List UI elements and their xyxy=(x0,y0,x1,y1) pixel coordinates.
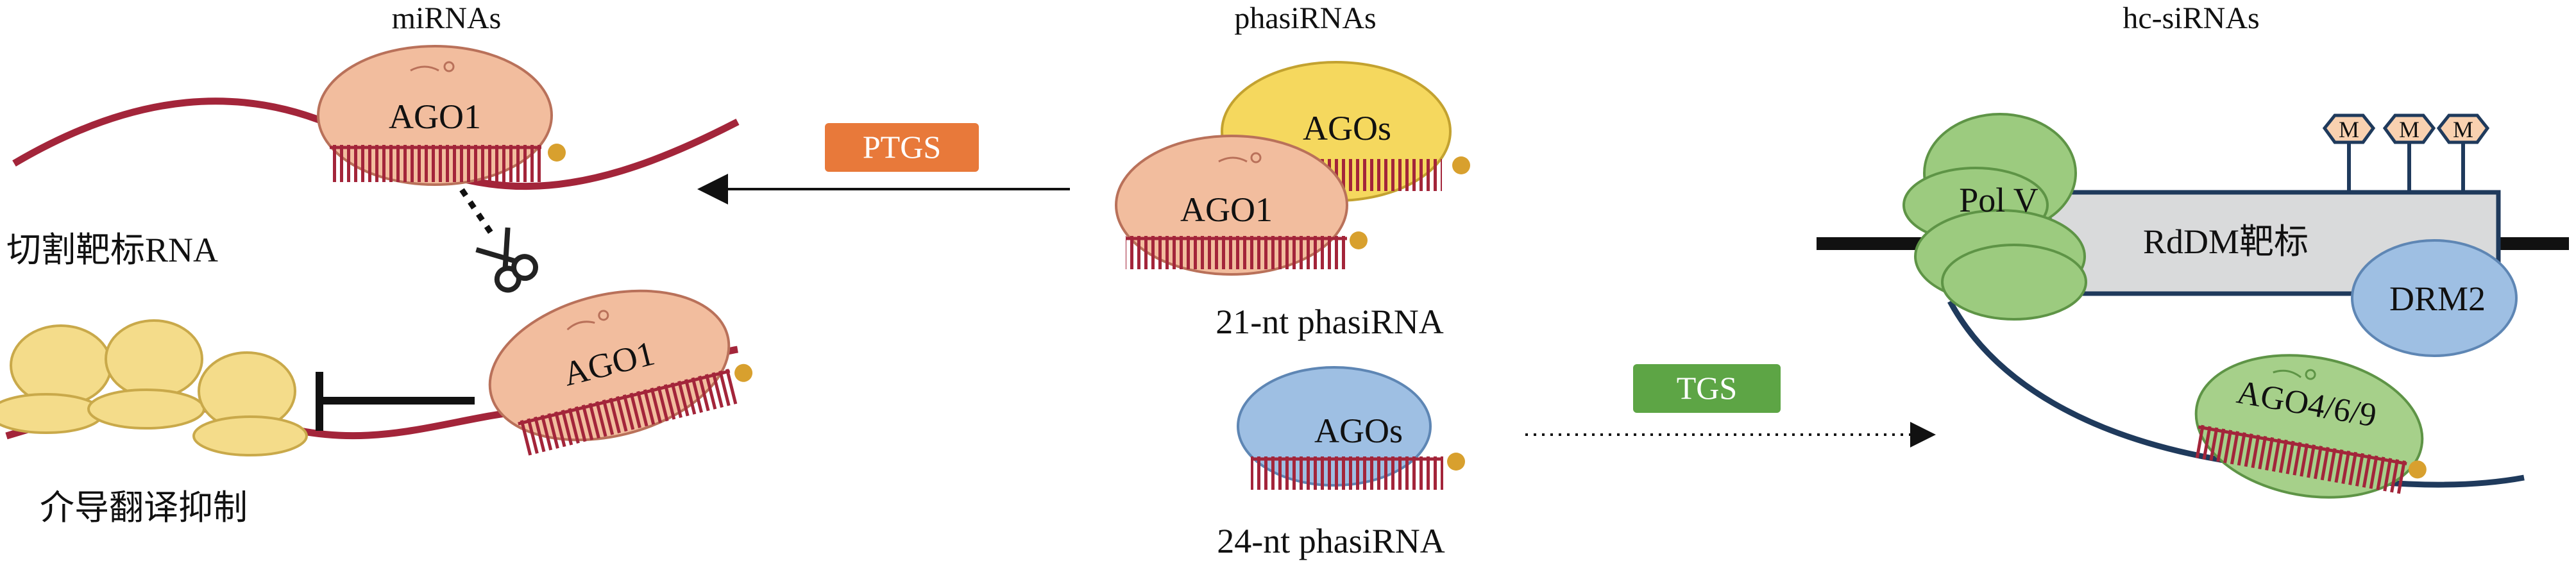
methylation-marks: M M M xyxy=(2322,113,2490,192)
phasirna-21nt-label: 21-nt phasiRNA xyxy=(1216,303,1443,341)
mirna-duplex-bottom xyxy=(517,368,738,456)
methyl-cap-icon xyxy=(548,144,566,162)
mirna-duplex-top xyxy=(330,145,541,182)
hcsirna-rddm-group: RdDM靶标 M M M DRM2 Pol V xyxy=(1817,113,2569,499)
cleave-target-label: 切割靶标RNA xyxy=(6,231,218,269)
ago-yellow-label: AGOs xyxy=(1303,109,1391,147)
hcsirna-column-title: hc-siRNAs xyxy=(2123,1,2259,35)
phasirna-21-duplex xyxy=(1126,236,1347,269)
hcsirna-duplex xyxy=(2192,424,2407,494)
ptgs-pathway: PTGS xyxy=(697,123,1070,205)
methyl-mark-label: M xyxy=(2453,117,2473,142)
mirna-column-title: miRNAs xyxy=(392,1,502,35)
tgs-label: TGS xyxy=(1677,370,1737,406)
ago-blue-label: AGOs xyxy=(1314,412,1403,450)
drm2-label: DRM2 xyxy=(2389,280,2486,318)
phasirna-24nt-group: AGOs 24-nt phasiRNA xyxy=(1217,366,1465,560)
methyl-cap-icon xyxy=(1447,453,1465,471)
ptgs-badge xyxy=(825,123,979,172)
methyl-mark-icon xyxy=(2382,113,2436,144)
phasirna-21nt-group: AGOs AGO1 21-nt phasiRNA xyxy=(1115,61,1470,341)
ptgs-label: PTGS xyxy=(863,129,941,165)
scissors-icon xyxy=(475,227,539,293)
methyl-mark-icon xyxy=(2436,113,2490,144)
phasirna-24nt-label: 24-nt phasiRNA xyxy=(1217,522,1445,560)
translation-repression-label: 介导翻译抑制 xyxy=(40,489,248,527)
phasirna-24-duplex xyxy=(1251,456,1443,490)
methyl-cap-icon xyxy=(2408,460,2427,479)
drm2 xyxy=(2351,239,2518,357)
methyl-mark-label: M xyxy=(2339,117,2359,142)
phasirna-column-title: phasiRNAs xyxy=(1234,1,1376,35)
pol-v xyxy=(1902,113,2087,321)
methyl-mark-label: M xyxy=(2399,117,2419,142)
ago1-top-label: AGO1 xyxy=(389,97,481,136)
methyl-cap-icon xyxy=(1452,156,1470,174)
cleavage-dotted-line xyxy=(459,188,496,239)
pol-v-label: Pol V xyxy=(1959,181,2038,219)
rddm-target-label: RdDM靶标 xyxy=(2143,222,2309,261)
ago-pink-label: AGO1 xyxy=(1180,190,1273,229)
methyl-cap-icon xyxy=(1350,231,1368,249)
mirna-cleavage-group: AGO1 切割靶标RNA xyxy=(6,45,740,293)
ribosome-cluster-icon xyxy=(0,319,308,456)
tgs-badge xyxy=(1633,364,1781,413)
methyl-cap-icon xyxy=(734,363,753,382)
methyl-mark-icon xyxy=(2322,113,2376,144)
tgs-pathway: TGS xyxy=(1525,364,1936,447)
mirna-translation-group: AGO1 介导翻译抑制 xyxy=(0,289,753,527)
